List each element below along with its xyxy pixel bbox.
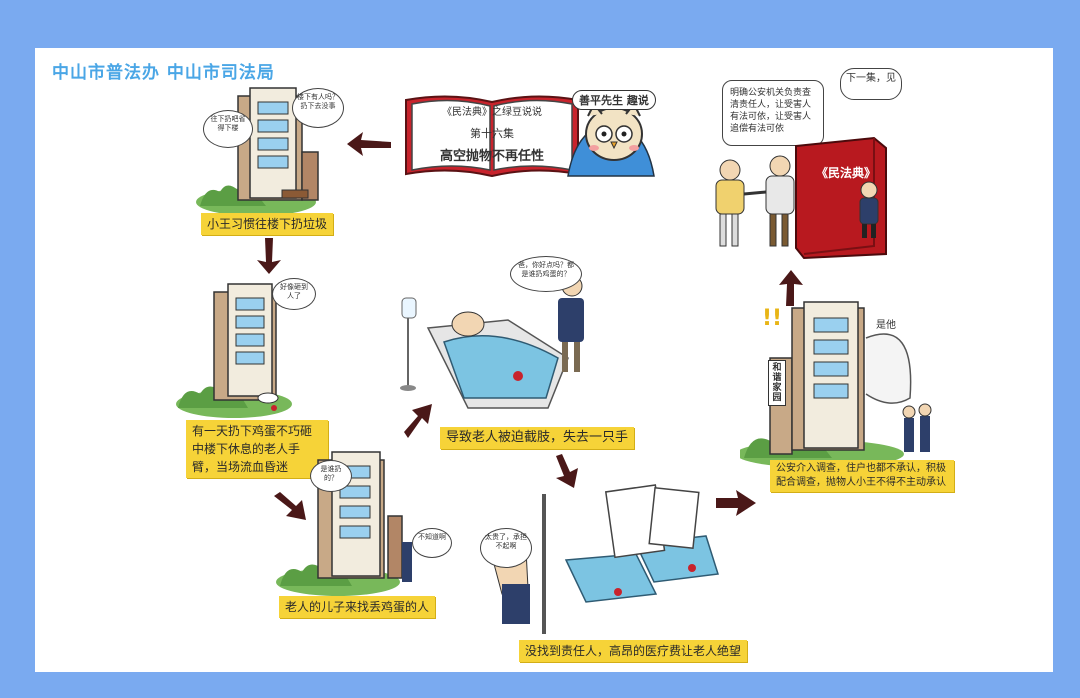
- panel1-caption: 小王习惯往楼下扔垃圾: [201, 213, 334, 235]
- arrow-panel2-to-panel3: [274, 492, 306, 520]
- title-subtitle: 高空抛物不再任性: [439, 149, 544, 164]
- owl-mascot: [567, 102, 655, 177]
- mascot-tag: 善平先生 趣说: [572, 90, 656, 110]
- panel3-thought-bubble-left: 是谁扔的？: [310, 460, 352, 492]
- arrow-panel1-to-panel2: [257, 238, 281, 274]
- panel1-thought-bubble-right: 楼下有人吗？扔下去没事: [292, 88, 344, 128]
- panel4-caption: 导致老人被迫截肢，失去一只手: [440, 427, 635, 449]
- title-series: 《民法典》之绿豆说说: [442, 107, 542, 118]
- arrow-panel4-to-panel5: [556, 454, 578, 488]
- arrow-panel5-to-panel6: [716, 490, 756, 516]
- law-book-label: 《民法典》: [816, 166, 877, 180]
- exclamation-icon: !!: [762, 306, 783, 331]
- page-header: 中山市普法办 中山市司法局: [52, 63, 275, 83]
- panel3-building: [276, 451, 412, 596]
- panel7-child-figure: [859, 181, 879, 238]
- panel3-caption: 老人的儿子来找丢鸡蛋的人: [279, 596, 436, 618]
- panel1-building: [196, 87, 319, 214]
- panel5-ward-scene: [493, 484, 719, 634]
- panel1-thought-bubble-left: 往下扔吧省得下楼: [203, 110, 253, 148]
- arrow-panel3-to-panel4: [404, 404, 432, 438]
- panel4-hospital-scene: [400, 275, 584, 409]
- panel2-caption: 有一天扔下鸡蛋不巧砸中楼下休息的老人手臂，当场流血昏迷: [186, 420, 328, 478]
- title-episode: 第十六集: [470, 127, 514, 140]
- panel6-caption: 公安介入调查，住户也都不承认，积极配合调查，抛物人小王不得不主动承认: [770, 460, 954, 492]
- next-episode-bubble: 下一集，见: [840, 68, 902, 100]
- panel3-thought-bubble-right: 不知道啊: [412, 528, 452, 558]
- panel6-pointing-label: 是他: [876, 320, 896, 331]
- panel7-speech-bubble: 明确公安机关负责查清责任人，让受害人有法可依，让受害人追偿有法可依: [722, 80, 824, 146]
- panel6-building-sign: 和谐家园: [768, 360, 786, 406]
- panel5-thought-bubble: 太贵了，承担不起啊: [480, 528, 532, 568]
- arrow-title-to-panel1: [347, 132, 391, 156]
- panel2-building: [176, 283, 292, 418]
- panel7-handshake-people: [715, 155, 795, 247]
- panel2-thought-bubble: 好像砸到人了: [272, 278, 316, 310]
- arrow-panel6-to-panel7: [779, 270, 803, 306]
- panel4-speech-bubble: 爸，你好点吗？都是谁扔鸡蛋的？: [510, 256, 582, 292]
- panel5-caption: 没找到责任人，高昂的医疗费让老人绝望: [519, 640, 748, 662]
